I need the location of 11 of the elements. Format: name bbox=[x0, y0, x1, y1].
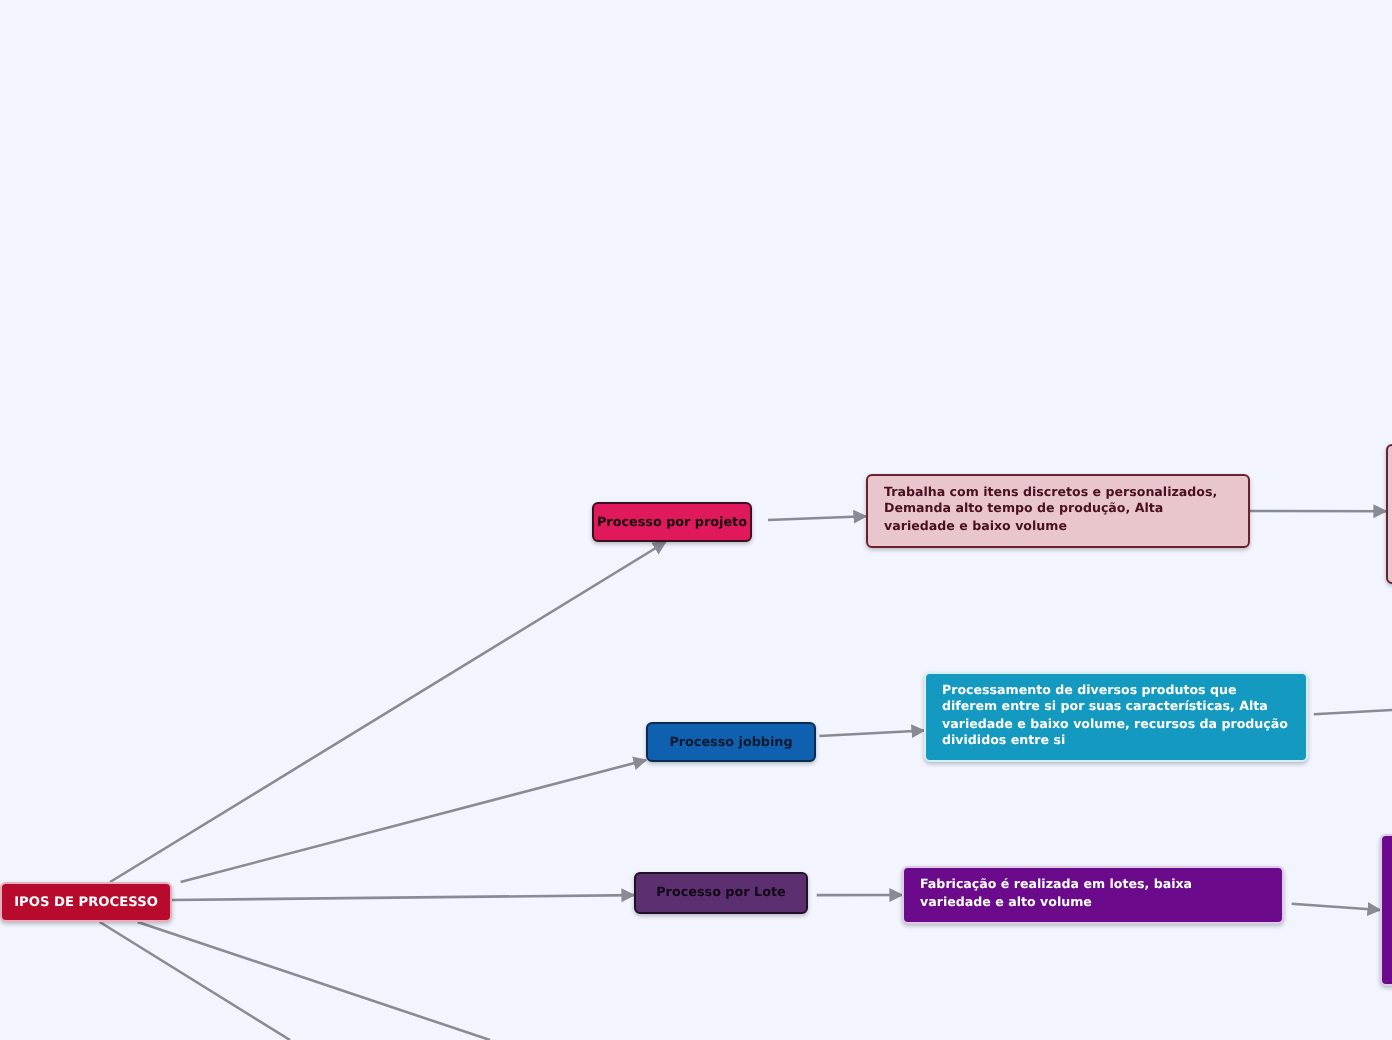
arrow bbox=[1250, 504, 1388, 519]
connector-line bbox=[137, 920, 491, 1040]
arrow bbox=[1291, 902, 1382, 917]
arrow bbox=[816, 888, 904, 902]
connector-line bbox=[99, 920, 291, 1040]
connector-line bbox=[1313, 708, 1392, 716]
arrow bbox=[180, 756, 648, 884]
arrow bbox=[767, 509, 868, 524]
arrow bbox=[819, 724, 926, 739]
arrow bbox=[109, 540, 667, 884]
arrow bbox=[172, 888, 636, 903]
